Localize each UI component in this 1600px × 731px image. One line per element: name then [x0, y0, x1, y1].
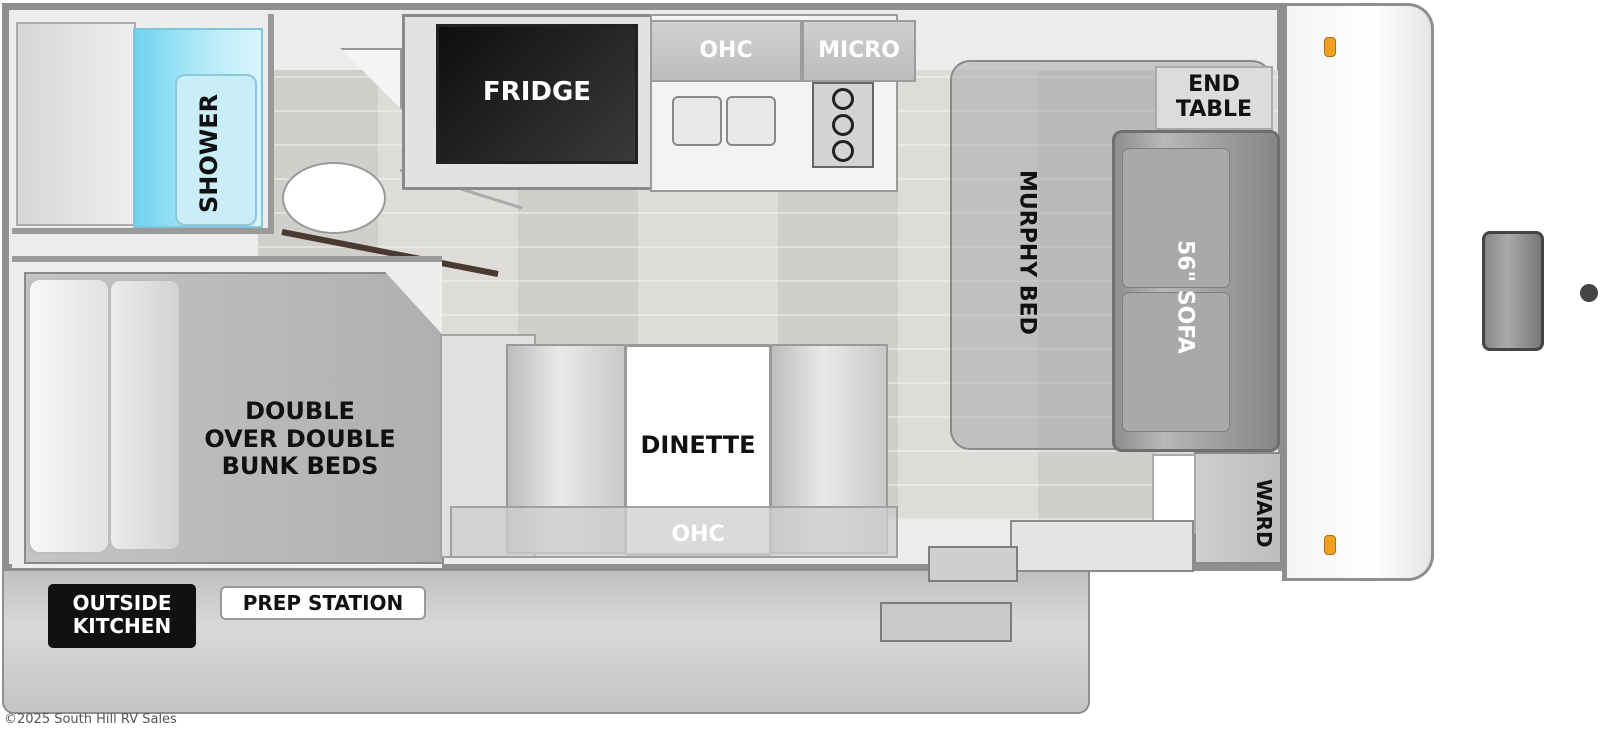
wardrobe — [1194, 452, 1282, 564]
kitchen-sink-left — [672, 96, 722, 146]
ward-label: WARD — [1252, 478, 1276, 548]
dinette-label: DINETTE — [640, 431, 756, 459]
end-table-label: END TABLE — [1175, 72, 1253, 123]
hitch-jack — [1482, 231, 1544, 351]
hitch-coupler — [1580, 284, 1598, 302]
end-table — [1155, 66, 1273, 130]
micro-label: MICRO — [818, 38, 900, 63]
bunk-blanket — [110, 280, 180, 550]
sofa-cushion — [1122, 292, 1230, 432]
shower-pan — [175, 74, 257, 226]
ohc-kitchen — [650, 20, 802, 82]
fridge-label: FRIDGE — [482, 77, 592, 107]
ohc-dinette-label: OHC — [671, 522, 725, 547]
bunk-beds-label: DOUBLE OVER DOUBLE BUNK BEDS — [204, 397, 396, 481]
prep-station-badge — [220, 586, 426, 620]
burner — [832, 88, 854, 110]
entry-step-lower — [880, 602, 1012, 642]
ohc-dinette — [450, 506, 898, 558]
fridge-door — [436, 24, 638, 164]
kitchen-sink-right — [726, 96, 776, 146]
watermark: ©2025 South Hill RV Sales — [4, 712, 177, 727]
sofa-cushion — [1122, 148, 1230, 288]
entry-step-upper — [928, 546, 1018, 582]
prep-station-label: PREP STATION — [242, 591, 404, 615]
bunk-pillow — [28, 278, 110, 554]
burner — [832, 114, 854, 136]
marker-light — [1324, 37, 1336, 57]
marker-light — [1324, 535, 1336, 555]
burner — [832, 140, 854, 162]
sofa-label: 56" SOFA — [1172, 240, 1198, 354]
toilet — [282, 162, 386, 234]
murphy-bed-label: MURPHY BED — [1014, 169, 1040, 335]
entry-door — [1010, 520, 1194, 572]
outside-kitchen-badge — [48, 584, 196, 648]
outside-kitchen-label: OUTSIDE KITCHEN — [72, 591, 172, 638]
ohc-kitchen-label: OHC — [699, 38, 753, 63]
front-cap — [1282, 3, 1434, 581]
microwave — [802, 20, 916, 82]
shower-enclosure — [16, 22, 136, 226]
